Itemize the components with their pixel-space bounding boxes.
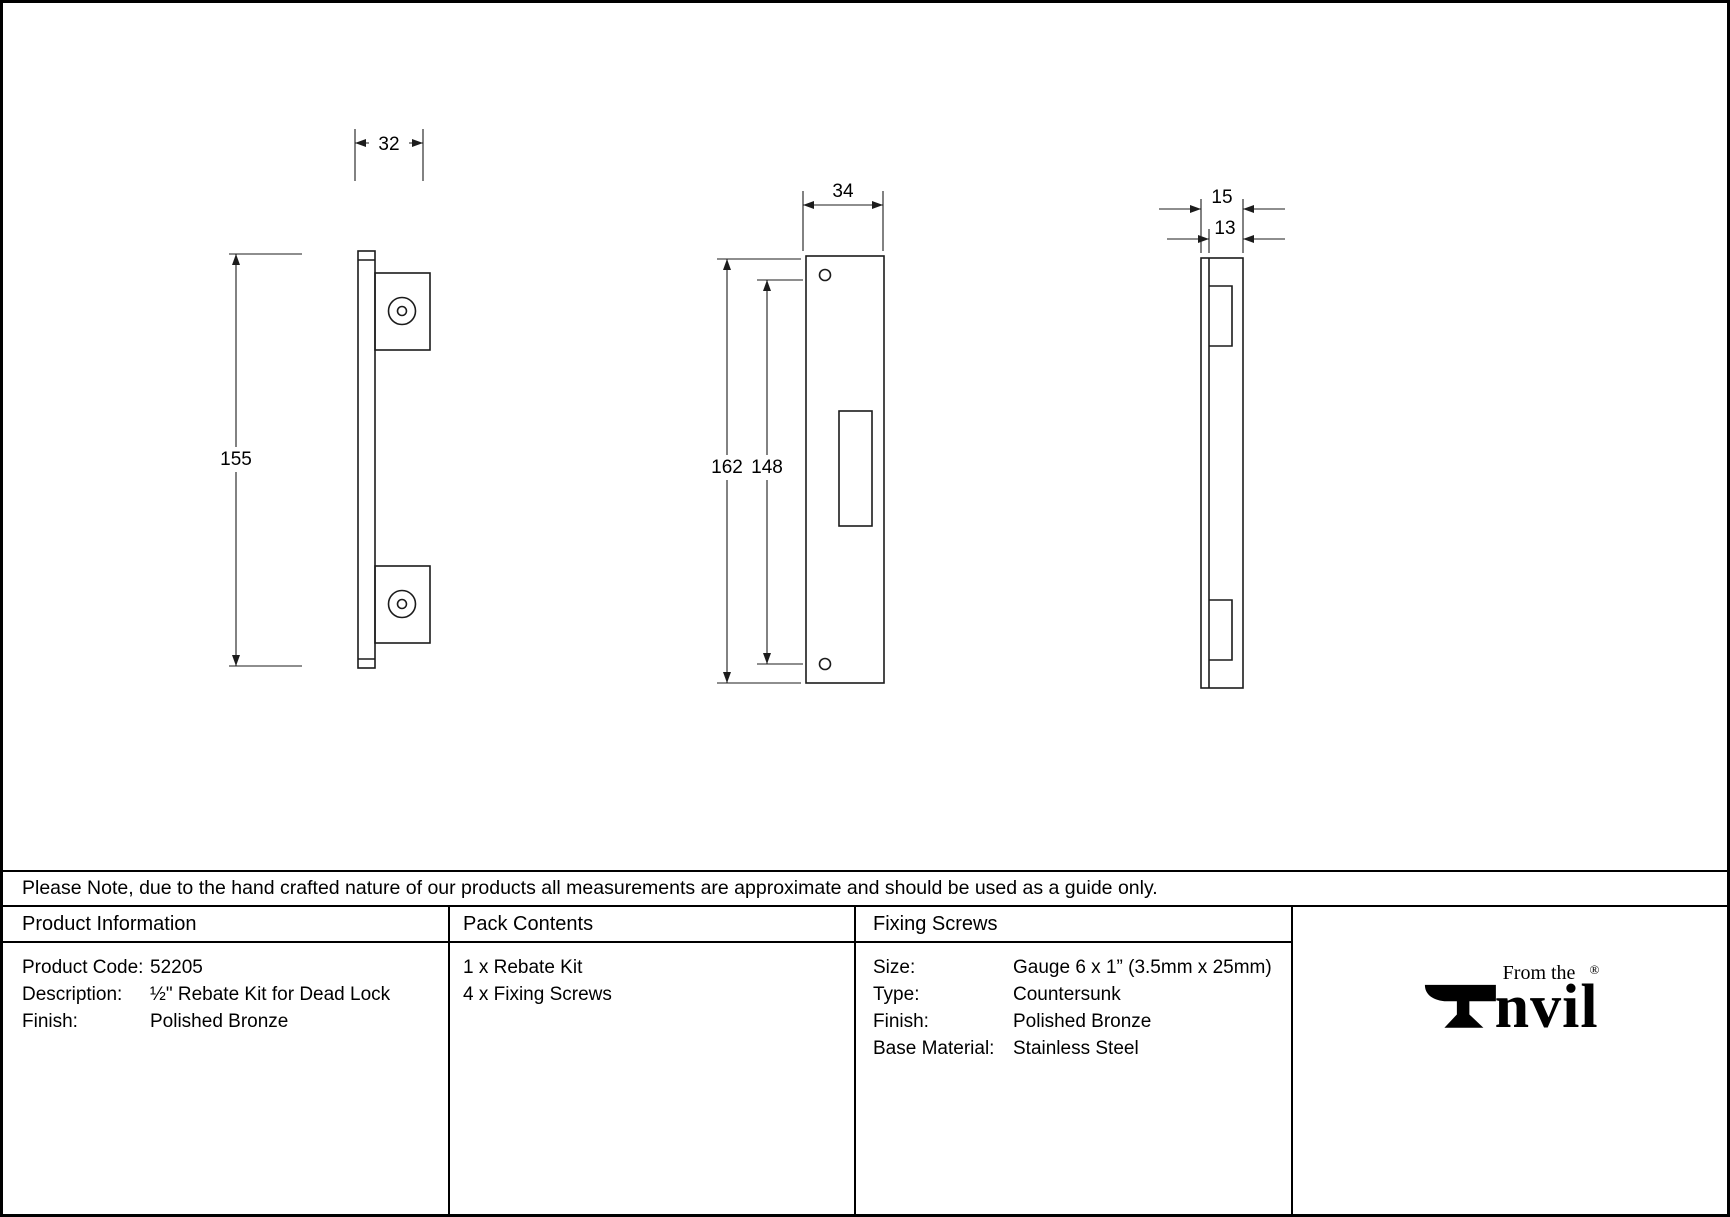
product-code-row: Product Code: 52205: [22, 954, 448, 981]
fixing-hole-top: [818, 268, 832, 282]
pack-contents-header: Pack Contents: [450, 907, 856, 943]
dim-front-width: 32: [354, 129, 424, 181]
dim-label-15: 15: [1211, 187, 1232, 208]
pack-contents-body: 1 x Rebate Kit 4 x Fixing Screws: [450, 943, 856, 1214]
dim-face-outer-height: 162: [704, 258, 801, 684]
logo-tagline: From the: [1502, 962, 1576, 984]
logo-brand-text: nvil: [1494, 973, 1599, 1041]
pack-item: 1 x Rebate Kit: [463, 957, 583, 978]
dim-side-outer-depth: 15: [1159, 187, 1285, 253]
screw-type-value: Countersunk: [1013, 984, 1121, 1005]
product-info-header: Product Information: [3, 907, 450, 943]
front-view-outline: [357, 250, 431, 669]
product-code-value: 52205: [150, 957, 203, 978]
screw-type-row: Type: Countersunk: [873, 981, 1291, 1008]
dim-front-height: 155: [212, 253, 302, 667]
screw-finish-row: Finish: Polished Bronze: [873, 1008, 1291, 1035]
dim-label-32: 32: [378, 134, 399, 155]
screw-hole-top: [387, 296, 417, 326]
description-row: Description: ½" Rebate Kit for Dead Lock: [22, 981, 448, 1008]
screw-finish-value: Polished Bronze: [1013, 1011, 1152, 1032]
base-material-value: Stainless Steel: [1013, 1038, 1139, 1059]
screw-size-label: Size:: [873, 957, 916, 978]
measurement-note-row: Please Note, due to the hand crafted nat…: [3, 870, 1727, 907]
registered-trademark-symbol: ®: [1589, 962, 1600, 977]
screw-finish-label: Finish:: [873, 1011, 929, 1032]
face-view-outline: [805, 255, 885, 684]
anvil-logo: From the ® nvil: [1421, 963, 1600, 1045]
dim-label-162: 162: [711, 457, 743, 478]
dim-label-34: 34: [832, 181, 854, 202]
pack-item: 4 x Fixing Screws: [463, 984, 612, 1005]
dim-face-width: 34: [802, 181, 884, 251]
description-value: ½" Rebate Kit for Dead Lock: [150, 984, 391, 1005]
brand-logo-cell: From the ® nvil: [1293, 907, 1727, 1214]
product-info-body: Product Code: 52205 Description: ½" Reba…: [3, 943, 450, 1214]
fixing-hole-bottom: [818, 657, 832, 671]
screw-hole-bottom: [387, 589, 417, 619]
side-view-outline: [1200, 257, 1244, 689]
dim-face-inner-height: 148: [745, 279, 803, 665]
base-material-label: Base Material:: [873, 1038, 995, 1059]
logo-tagline-row: From the ®: [1495, 963, 1600, 983]
dim-side-inner-depth: 13: [1167, 218, 1285, 253]
screw-size-row: Size: Gauge 6 x 1” (3.5mm x 25mm): [873, 954, 1291, 981]
screw-type-label: Type:: [873, 984, 920, 1005]
dim-label-155: 155: [220, 449, 252, 470]
dim-label-148: 148: [751, 457, 783, 478]
fixing-screws-body: Size: Gauge 6 x 1” (3.5mm x 25mm) Type: …: [856, 943, 1293, 1214]
dim-label-13: 13: [1214, 218, 1235, 239]
logo-text-block: From the ® nvil: [1494, 963, 1600, 1041]
anvil-icon: [1424, 984, 1496, 1028]
technical-drawing: 32 155 34 162: [212, 129, 1285, 689]
measurement-note-text: Please Note, due to the hand crafted nat…: [22, 877, 1158, 899]
base-material-row: Base Material: Stainless Steel: [873, 1035, 1291, 1062]
spec-table: Product Information Pack Contents Fixing…: [3, 907, 1727, 1214]
bolt-cutout: [838, 410, 873, 527]
description-label: Description:: [22, 984, 123, 1005]
product-code-label: Product Code:: [22, 957, 144, 978]
fixing-screws-header: Fixing Screws: [856, 907, 1293, 943]
finish-row: Finish: Polished Bronze: [22, 1008, 448, 1035]
screw-size-value: Gauge 6 x 1” (3.5mm x 25mm): [1013, 957, 1272, 978]
finish-value: Polished Bronze: [150, 1011, 289, 1032]
finish-label: Finish:: [22, 1011, 78, 1032]
